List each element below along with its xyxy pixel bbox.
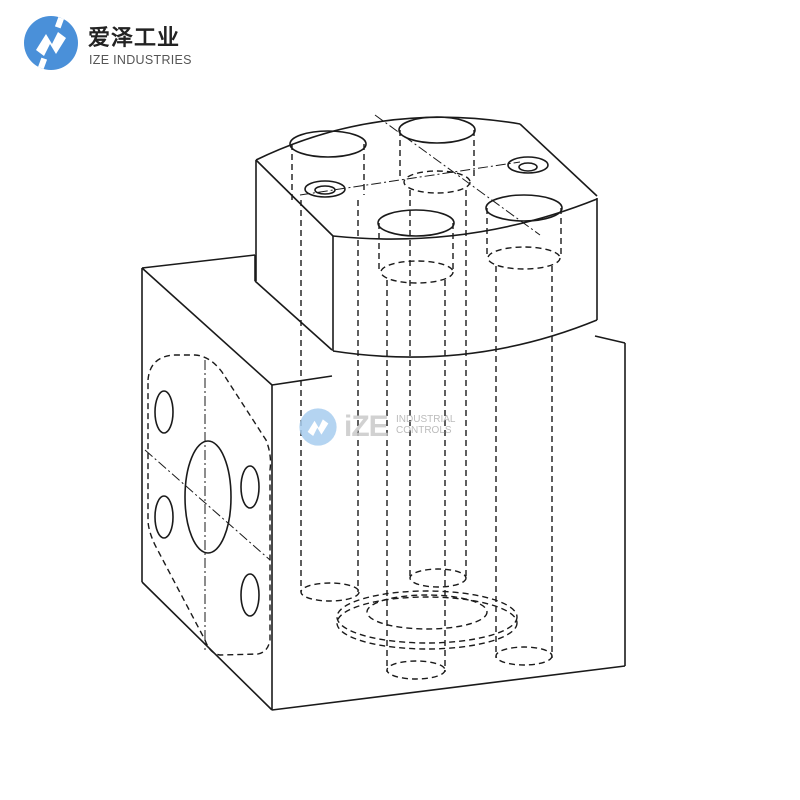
company-logo[interactable]: 爱泽工业 IZE INDUSTRIES [22, 14, 222, 74]
center-lines [144, 114, 541, 650]
ize-swirl-icon [24, 16, 78, 70]
watermark-line2: CONTROLS [396, 425, 452, 436]
ize-swirl-icon [299, 408, 337, 446]
watermark-line1: INDUSTRIAL [396, 414, 456, 425]
side-face-holes [154, 390, 260, 617]
watermark: iZE INDUSTRIAL CONTROLS [298, 407, 478, 447]
upper-cap [255, 116, 598, 358]
watermark-subtitle: INDUSTRIAL CONTROLS [396, 414, 455, 436]
company-name-cn: 爱泽工业 [88, 26, 181, 51]
hidden-lines [147, 130, 562, 680]
company-name-en: IZE INDUSTRIES [89, 53, 192, 67]
lower-block [141, 254, 626, 711]
watermark-brand: iZE [344, 410, 389, 443]
